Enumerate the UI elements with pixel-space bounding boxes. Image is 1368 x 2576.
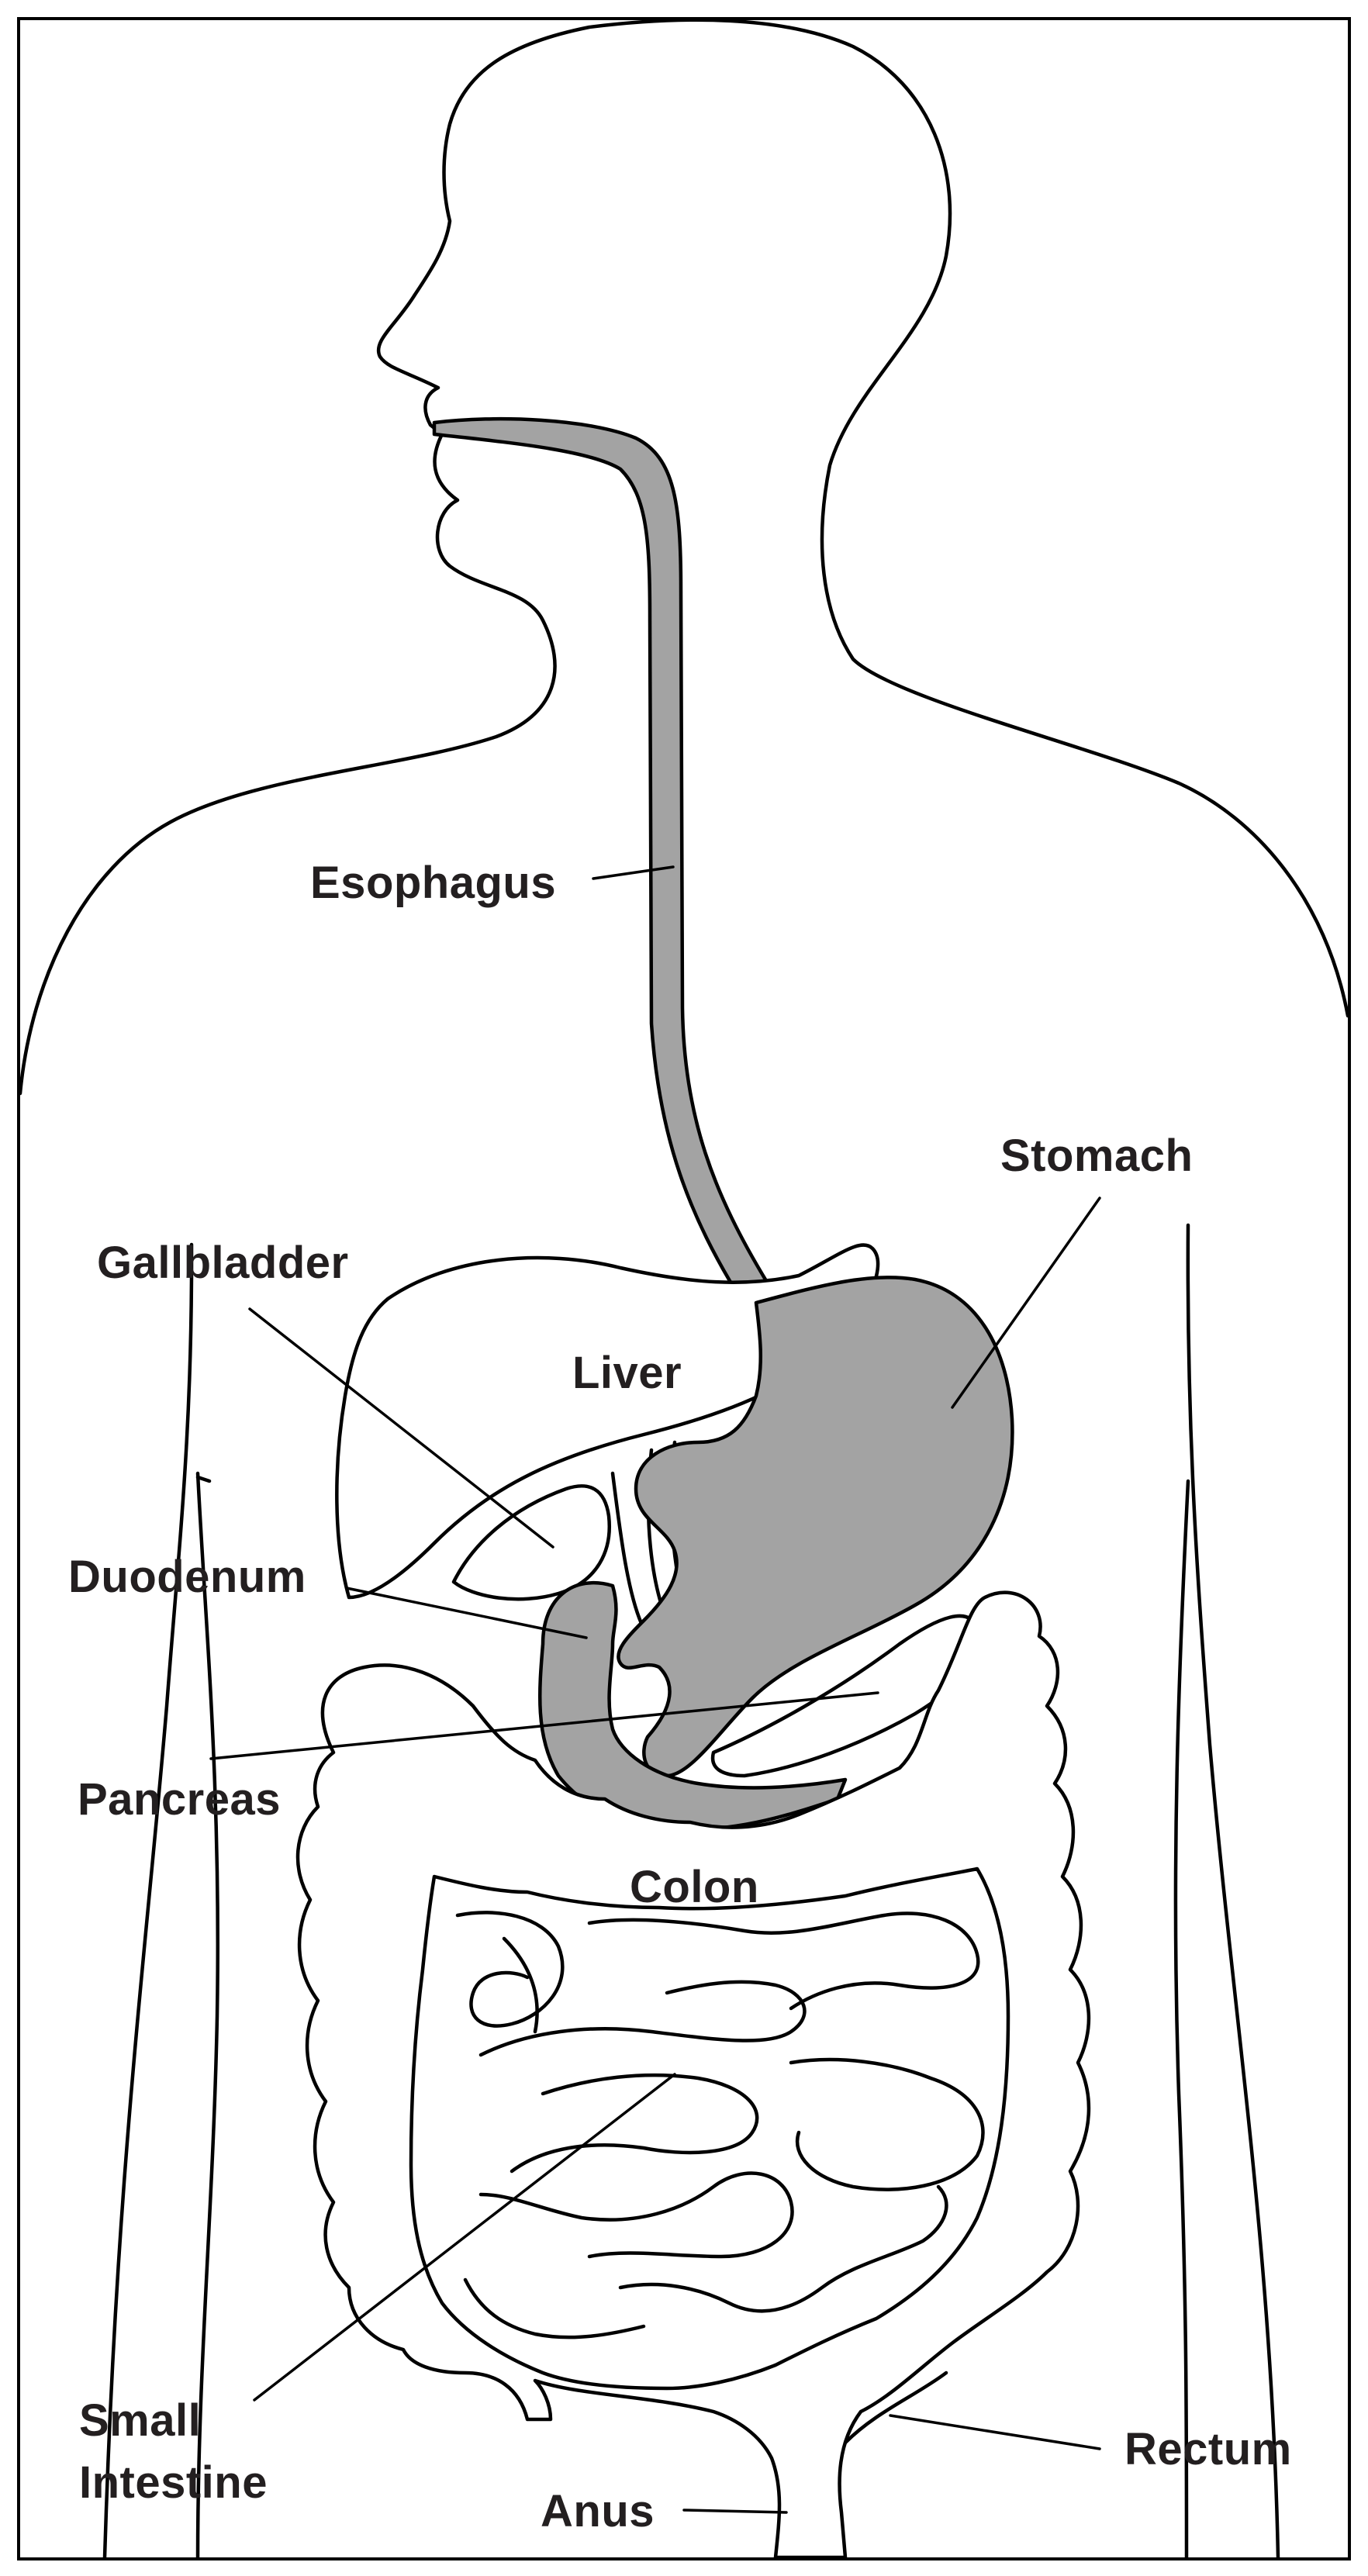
right-arm-line-inner [1173, 1479, 1190, 2560]
duodenum-label: Duodenum [68, 1552, 306, 1602]
small-intestine-label-line2: Intestine [79, 2457, 268, 2508]
abdominal-cavity [409, 1866, 1010, 2391]
liver [335, 1243, 880, 1600]
small-intestine-coil-4 [510, 2073, 759, 2174]
stomach-label: Stomach [1000, 1131, 1194, 1181]
rectum-leader-line [889, 2414, 1101, 2450]
small-intestine-coil-3 [478, 1980, 807, 2057]
left-side-tick [195, 1475, 212, 1483]
bile-duct-1 [610, 1471, 646, 1631]
small-intestine-coil-7 [618, 2184, 948, 2313]
small-intestine-label: Small Intestine [79, 2390, 268, 2514]
small-intestine-coil-1 [455, 1911, 565, 2028]
pancreas-label: Pancreas [78, 1774, 281, 1825]
liver-label: Liver [572, 1348, 682, 1398]
small-intestine-coil-9 [502, 1936, 539, 2034]
rectum-wall [843, 2371, 948, 2445]
duodenum [537, 1580, 848, 1832]
left-arm-line-inner [195, 1471, 220, 2560]
small-intestine-coil-6 [478, 2171, 794, 2259]
esophagus-label: Esophagus [310, 858, 557, 908]
duodenum-leader-line [345, 1587, 588, 1639]
colon-label: Colon [630, 1862, 759, 1912]
anus-leader-line [682, 2509, 788, 2514]
pancreas-leader-line [209, 1691, 879, 1760]
rectum-label: Rectum [1124, 2424, 1292, 2474]
gallbladder-leader-line [248, 1307, 554, 1549]
esophagus-leader-line [592, 865, 675, 880]
left-arm-line-outer [102, 1242, 194, 2560]
small-intestine-leader-line [253, 2073, 676, 2402]
small-intestine-label-line1: Small [79, 2395, 202, 2446]
body-silhouette [18, 18, 1350, 1096]
gallbladder-label: Gallbladder [97, 1238, 349, 1288]
stomach [617, 1276, 1014, 1778]
stomach-leader-line [951, 1196, 1101, 1409]
small-intestine-coil-5 [789, 2057, 985, 2191]
small-intestine-coil-8 [463, 2277, 646, 2339]
right-arm-line-outer [1186, 1223, 1280, 2560]
anus-label: Anus [541, 2486, 655, 2536]
gallbladder [451, 1484, 611, 1601]
small-intestine-coil-2 [587, 1911, 980, 2011]
